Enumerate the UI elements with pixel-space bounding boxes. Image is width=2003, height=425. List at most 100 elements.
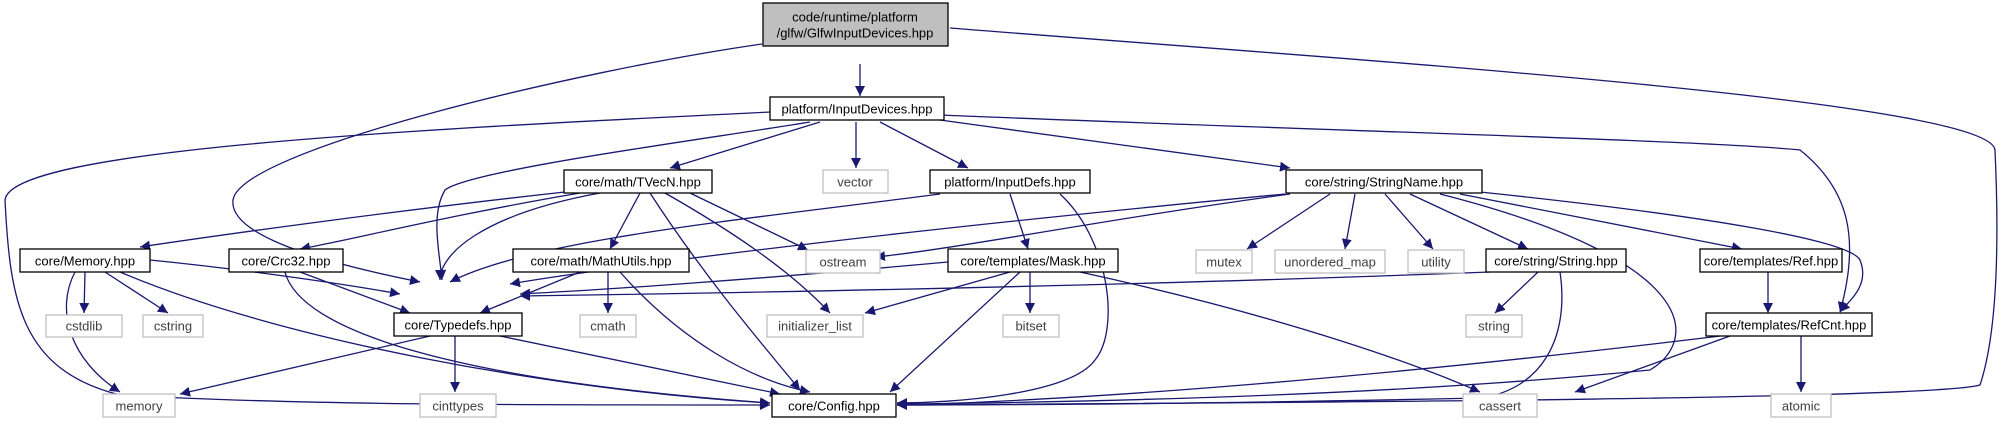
node-mutex[interactable]: mutex [1195,249,1253,274]
node-cmath[interactable]: cmath [579,314,637,338]
node-config-label: core/Config.hpp [788,399,880,414]
edge-string-typedefs [519,271,1491,301]
node-mask[interactable]: core/templates/Mask.hpp [947,248,1119,273]
edge-string-name-ref [1459,193,1743,252]
node-ostream[interactable]: ostream [805,249,881,274]
edge-tvecn-ostream [689,192,809,251]
edge-string-config [896,271,1563,410]
edge-input-devices-input-defs [879,121,969,169]
edge-tvecn-typedefs [435,192,601,281]
node-refcnt[interactable]: core/templates/RefCnt.hpp [1705,312,1873,337]
node-input-defs-label: platform/InputDefs.hpp [944,175,1076,190]
node-string-hpp-label: core/string/String.hpp [1494,254,1618,269]
node-initializer-list-label: initializer_list [778,319,852,334]
node-vector-label: vector [837,175,873,190]
node-refcnt-label: core/templates/RefCnt.hpp [1712,318,1867,333]
node-cassert[interactable]: cassert [1462,393,1538,418]
node-crc32[interactable]: core/Crc32.hpp [228,248,344,273]
node-cstdlib-label: cstdlib [66,319,103,334]
node-input-devices[interactable]: platform/InputDevices.hpp [769,96,945,121]
node-vector[interactable]: vector [822,169,889,194]
node-memory-hpp[interactable]: core/Memory.hpp [19,248,151,273]
node-cinttypes[interactable]: cinttypes [419,393,497,418]
node-atomic[interactable]: atomic [1770,393,1832,418]
edge-input-devices-refcnt [939,114,1851,313]
node-atomic-label: atomic [1782,399,1821,414]
node-config[interactable]: core/Config.hpp [771,393,897,418]
edge-string-name-refcnt [1479,191,1864,313]
edge-math-utils-config [619,271,811,395]
node-bitset-label: bitset [1015,319,1046,334]
node-crc32-label: core/Crc32.hpp [242,254,331,269]
node-memory-hpp-label: core/Memory.hpp [35,254,135,269]
node-input-defs[interactable]: platform/InputDefs.hpp [929,169,1091,194]
node-string-std[interactable]: string [1465,314,1523,338]
edge-typedefs-memory-std [179,335,431,397]
edge-refcnt-cassert [1574,335,1731,394]
node-cinttypes-label: cinttypes [432,399,484,414]
node-mask-label: core/templates/Mask.hpp [960,254,1105,269]
edge-input-devices-tvecn [669,121,821,170]
edge-mask-cassert [1079,271,1481,393]
node-memory-std[interactable]: memory [102,393,176,418]
node-string-hpp[interactable]: core/string/String.hpp [1485,248,1627,273]
edge-string-name-unordered-map [1341,193,1356,250]
node-utility-label: utility [1421,255,1451,270]
edge-input-defs-mask [1009,193,1030,250]
edge-tvecn-math-utils [609,192,641,250]
edge-mask-config [889,271,1021,393]
edge-tvecn-crc32 [299,192,581,253]
edge-memory-typedefs [149,259,401,298]
node-mutex-label: mutex [1206,255,1242,270]
node-string-name[interactable]: core/string/StringName.hpp [1285,169,1483,194]
node-utility[interactable]: utility [1407,249,1465,274]
edge-string-name-typedefs [509,193,1286,288]
node-cstring[interactable]: cstring [142,314,204,338]
node-memory-std-label: memory [116,399,163,414]
node-typedefs-label: core/Typedefs.hpp [405,318,512,333]
node-bitset[interactable]: bitset [1002,314,1060,338]
edge-tvecn-memory [139,191,566,251]
node-cstdlib[interactable]: cstdlib [45,314,123,338]
node-tvecn-label: core/math/TVecN.hpp [575,175,701,190]
edge-string-string-std [1494,271,1539,314]
node-ref[interactable]: core/templates/Ref.hpp [1699,248,1843,273]
edge-typedefs-config [499,335,781,397]
edge-math-utils-typedefs [479,271,581,314]
node-typedefs[interactable]: core/Typedefs.hpp [393,312,523,337]
edge-memory-cstdlib [79,271,90,314]
edge-tvecn-config [649,192,801,391]
node-ostream-label: ostream [820,255,867,270]
edge-input-defs-config [896,193,1109,408]
node-cmath-label: cmath [590,319,625,334]
node-ref-label: core/templates/Ref.hpp [1704,254,1838,269]
node-math-utils[interactable]: core/math/MathUtils.hpp [512,248,690,273]
edge-refcnt-config [896,335,1721,410]
edge-memory-cstring [104,271,169,314]
edge-input-defs-typedefs [449,193,941,283]
edge-crc32-config [284,271,771,408]
edge-input-devices-string-name [939,119,1291,172]
edge-mask-initializer-list [864,271,1011,316]
node-string-name-label: core/string/StringName.hpp [1305,175,1463,190]
edge-memory-config [119,271,771,408]
node-unordered-map[interactable]: unordered_map [1274,249,1386,274]
node-tvecn[interactable]: core/math/TVecN.hpp [563,169,713,194]
edge-string-name-utility [1384,193,1434,250]
node-cstring-label: cstring [154,319,192,334]
node-root-label-line1: code/runtime/platform [792,10,918,25]
edge-root-config [896,27,1998,410]
node-unordered-map-label: unordered_map [1284,255,1376,270]
edge-crc32-typedefs [299,271,411,315]
edges [4,27,1998,410]
node-input-devices-label: platform/InputDevices.hpp [781,102,932,117]
node-initializer-list[interactable]: initializer_list [766,314,864,338]
edge-input-devices-typedefs [436,121,811,281]
edge-string-name-string [1409,193,1529,250]
node-string-std-label: string [1478,319,1510,334]
node-cassert-label: cassert [1479,399,1521,414]
node-root[interactable]: code/runtime/platform /glfw/GlfwInputDev… [762,2,949,47]
edge-string-name-config [896,193,1677,409]
node-root-label-line2: /glfw/GlfwInputDevices.hpp [777,26,934,41]
